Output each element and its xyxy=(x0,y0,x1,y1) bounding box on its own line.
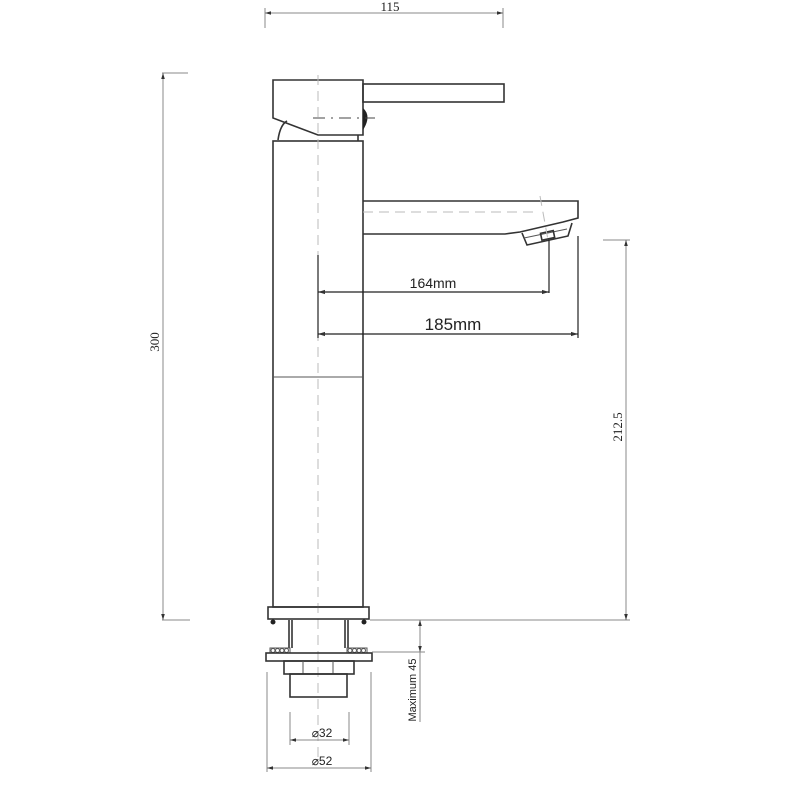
height-label: 300 xyxy=(147,332,162,352)
reach-outer-label: 185mm xyxy=(425,315,482,334)
spout xyxy=(363,195,579,246)
dimension-diameters: ⌀32 ⌀52 xyxy=(266,672,372,772)
base-diameter-label: ⌀52 xyxy=(312,754,333,768)
max-thickness-label: Maximum 45 xyxy=(407,659,419,722)
dimension-overall-width: 115 xyxy=(264,0,504,28)
reach-inner-label: 164mm xyxy=(410,275,457,291)
faucet-body xyxy=(272,75,364,760)
dimension-max-counter: Maximum 45 xyxy=(372,620,425,722)
mounting-assembly xyxy=(265,606,373,698)
thread-diameter-label: ⌀32 xyxy=(312,726,333,740)
dimension-spout-height: 212.5 xyxy=(370,239,630,621)
spout-height-label: 212.5 xyxy=(610,412,625,441)
lever-handle xyxy=(272,79,505,141)
dimension-overall-height: 300 xyxy=(147,72,190,621)
dimension-spout-reach: 164mm 185mm xyxy=(317,236,579,338)
width-label: 115 xyxy=(380,0,399,14)
